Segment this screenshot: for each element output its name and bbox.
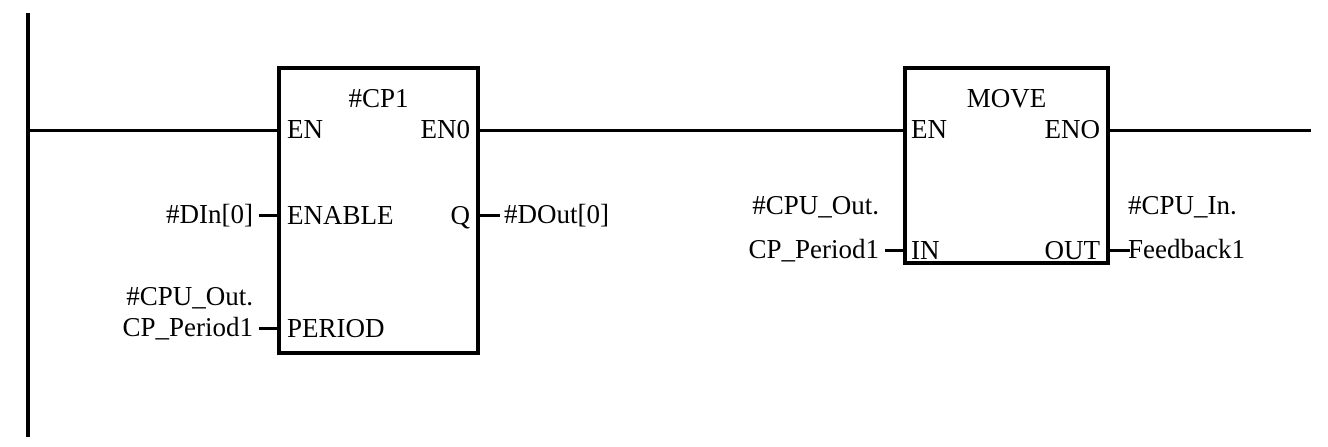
operand-cp1-period-line1[interactable]: #CPU_Out. (126, 281, 253, 311)
operand-move-in-line2[interactable]: CP_Period1 (748, 234, 879, 264)
operand-move-in-line1[interactable]: #CPU_Out. (752, 190, 879, 220)
cp1-pin-en0[interactable]: EN0 (420, 114, 471, 144)
rung-wire-cp1-en0-to-move-en[interactable] (478, 129, 905, 132)
operand-move-out-line1[interactable]: #CPU_In. (1128, 190, 1237, 220)
cp1-pin-en[interactable]: EN (287, 114, 323, 144)
move-pin-out[interactable]: OUT (1044, 235, 1101, 265)
move-pin-eno[interactable]: ENO (1044, 114, 1101, 144)
move-pin-in[interactable]: IN (911, 235, 940, 265)
operand-cp1-period-line2[interactable]: CP_Period1 (122, 312, 253, 342)
move-out-output-stub[interactable] (1108, 249, 1130, 252)
cp1-block-title: #CP1 (348, 83, 409, 113)
rung-wire-rail-to-cp1-en[interactable] (26, 129, 279, 132)
cp1-enable-input-stub[interactable] (259, 214, 279, 217)
cp1-period-input-stub[interactable] (259, 327, 279, 330)
move-pin-en[interactable]: EN (911, 114, 947, 144)
operand-dout-0[interactable]: #DOut[0] (504, 199, 609, 229)
operand-move-out-line2[interactable]: Feedback1 (1128, 234, 1245, 264)
cp1-q-output-stub[interactable] (478, 214, 500, 217)
rung-wire-move-eno-to-right-edge[interactable] (1108, 129, 1311, 132)
move-block-title: MOVE (966, 83, 1047, 113)
cp1-pin-enable[interactable]: ENABLE (287, 200, 394, 230)
left-power-rail[interactable] (26, 13, 30, 437)
function-block-cp1[interactable] (277, 66, 480, 355)
operand-din-0[interactable]: #DIn[0] (166, 199, 253, 229)
function-block-move[interactable] (903, 66, 1110, 265)
cp1-pin-period[interactable]: PERIOD (287, 313, 385, 343)
move-in-input-stub[interactable] (885, 249, 905, 252)
cp1-pin-q[interactable]: Q (450, 200, 471, 230)
